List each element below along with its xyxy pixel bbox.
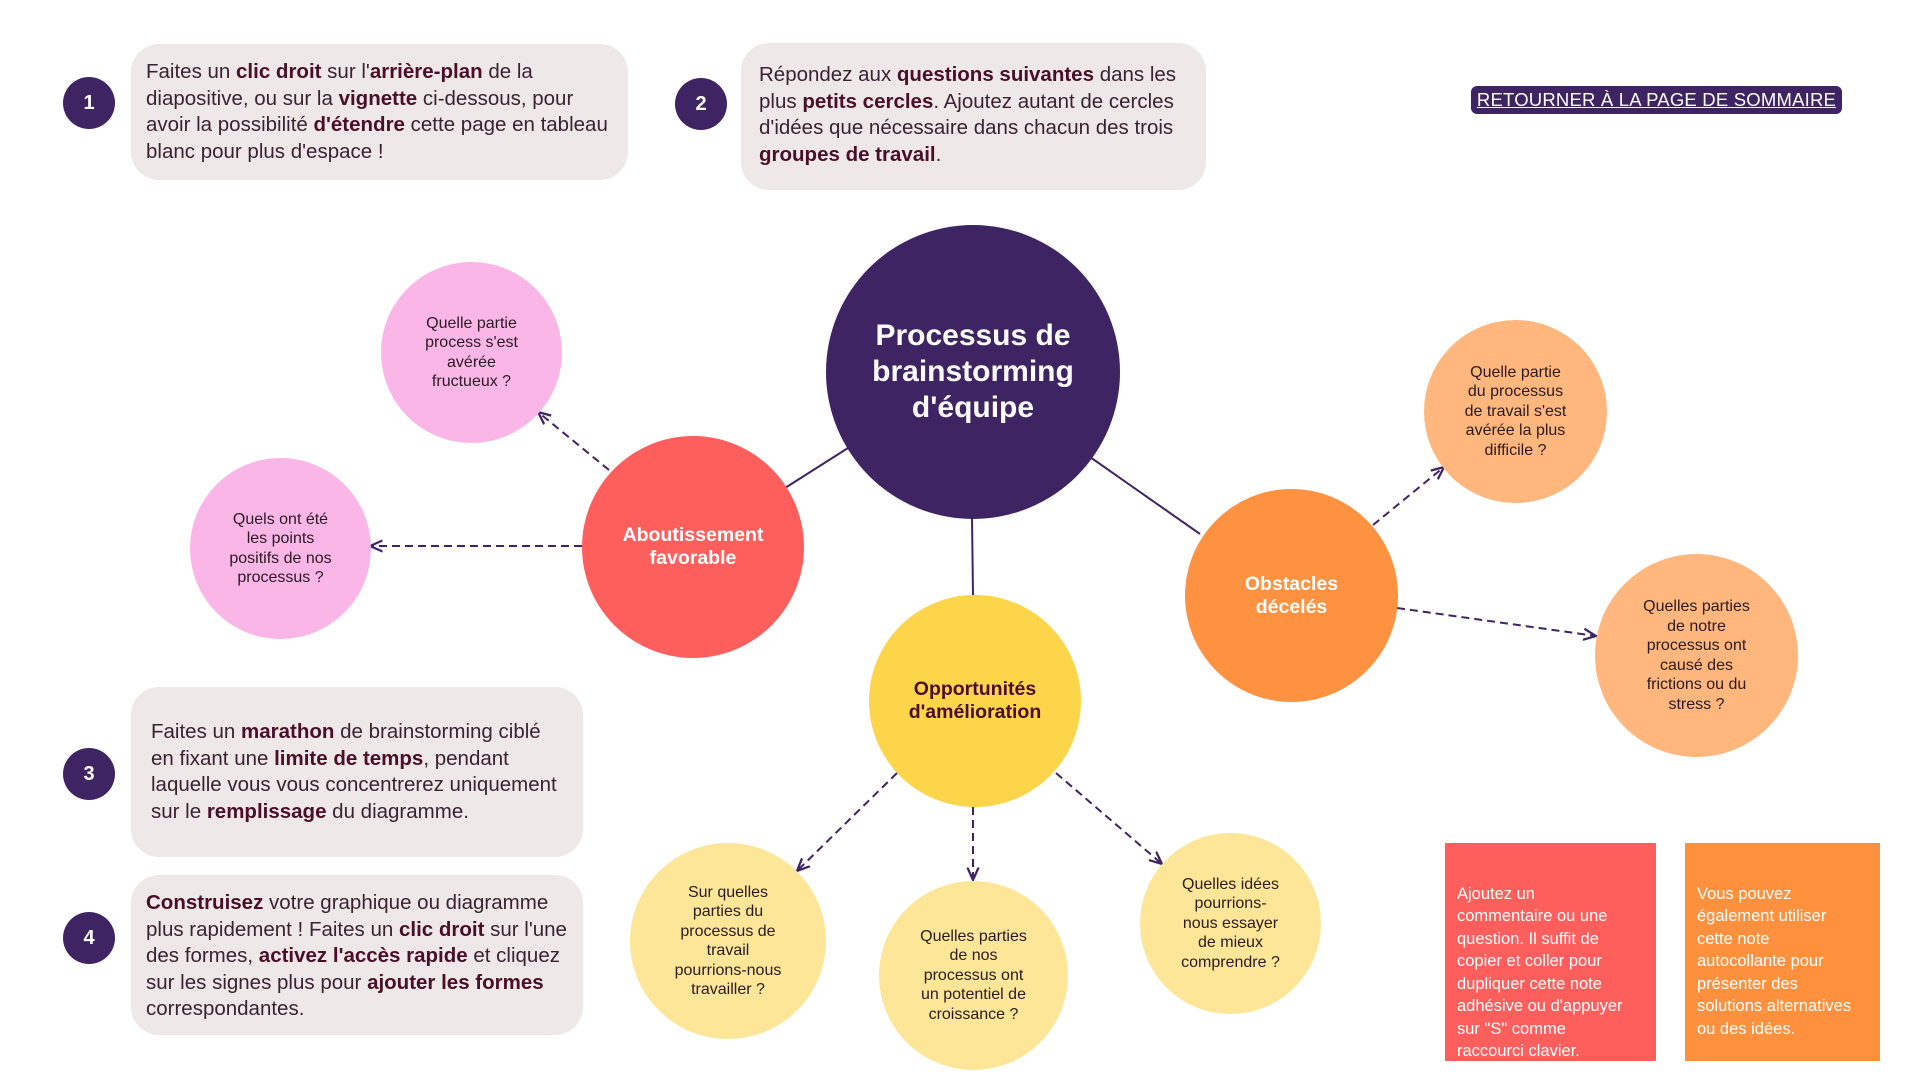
question-improvement-3[interactable]: Quelles idées pourrions- nous essayer de… [1140,833,1321,1014]
step-3-card: Faites un marathon de brainstorming cibl… [131,687,583,857]
body-text: de la diapositive, ou sur la [146,60,533,110]
step-1-card: Faites un clic droit sur l'arrière-plan … [131,44,628,180]
category-favorable-node[interactable]: Aboutissement favorable [582,436,804,658]
step-4-text: Construisez votre graphique ou diagramme… [146,891,567,1020]
step-2-badge: 2 [675,78,727,130]
question-favorable-1[interactable]: Quelle partie process s'est avérée fruct… [381,262,562,443]
question-improvement-1[interactable]: Sur quelles parties du processus de trav… [630,843,826,1039]
category-improvement-node[interactable]: Opportunités d'amélioration [869,595,1081,807]
body-text: et cliquez sur les signes plus pour [146,944,560,994]
step-1-text: Faites un clic droit sur l'arrière-plan … [146,60,608,163]
sticky-note-orange[interactable]: Vous pouvez également utiliser cette not… [1685,843,1880,1061]
step-2-card: Répondez aux questions suivantes dans le… [741,43,1206,190]
body-text: du diagramme. [326,799,469,823]
step-3-badge: 3 [63,748,115,800]
emphasis-text: petits cercles [802,89,934,113]
body-text: Faites un [146,60,237,83]
body-text: sur l'une des formes, [146,917,567,968]
body-text: votre graphique ou diagramme plus rapide… [146,891,549,941]
emphasis-text: questions suivantes [896,63,1094,86]
body-text: . [935,142,942,166]
body-text: , pendant laquelle vous vous concentrere… [151,746,557,823]
step-2-text: Répondez aux questions suivantes dans le… [759,63,1176,166]
link-center-obstacles [1089,456,1201,535]
question-obstacles-1[interactable]: Quelle partie du processus de travail s'… [1424,320,1607,503]
step-3-text: Faites un marathon de brainstorming cibl… [151,720,557,823]
body-text: Faites un [151,720,242,743]
body-text: dans les plus [759,63,1177,113]
link-center-improvement [971,517,974,596]
emphasis-text: limite de temps [274,746,424,770]
emphasis-text: groupes de travail [759,142,936,166]
arrow-improvement-q3 [1055,772,1162,864]
emphasis-text: remplissage [206,799,327,823]
body-text: de brainstorming ciblé en fixant une [151,720,541,770]
question-obstacles-2[interactable]: Quelles parties de notre processus ont c… [1595,554,1798,757]
emphasis-text: activez l'accès rapide [258,944,468,967]
body-text: Répondez aux [759,63,897,86]
body-text: correspondantes. [146,997,305,1020]
emphasis-text: vignette [338,86,418,110]
emphasis-text: arrière-plan [369,60,483,83]
emphasis-text: d'étendre [313,113,405,136]
center-topic-node[interactable]: Processus de brainstorming d'équipe [826,225,1120,519]
body-text: sur l' [321,60,370,83]
arrow-obstacles-q1 [1372,467,1444,526]
body-text: . Ajoutez autant de cercles d'idées que … [759,89,1174,140]
sticky-note-red[interactable]: Ajoutez un commentaire ou une question. … [1445,843,1656,1061]
arrow-obstacles-q2 [1396,607,1596,636]
emphasis-text: clic droit [398,917,485,941]
emphasis-text: clic droit [236,60,322,83]
step-1-badge: 1 [63,77,115,129]
question-improvement-2[interactable]: Quelles parties de nos processus ont un … [879,881,1068,1070]
link-center-favorable [784,447,849,489]
body-text: ci-dessous, pour avoir la possibilité [146,86,574,137]
body-text: cette page en tableau blanc pour plus d'… [146,113,608,163]
arrow-improvement-q1 [797,772,898,871]
return-to-summary-link[interactable]: RETOURNER À LA PAGE DE SOMMAIRE [1471,86,1842,114]
step-4-badge: 4 [63,912,115,964]
emphasis-text: Construisez [146,891,264,914]
emphasis-text: marathon [241,720,335,743]
step-4-card: Construisez votre graphique ou diagramme… [131,875,583,1035]
question-favorable-2[interactable]: Quels ont été les points positifs de nos… [190,458,371,639]
category-obstacles-node[interactable]: Obstacles décelés [1185,489,1398,702]
arrow-favorable-q1 [538,412,610,471]
emphasis-text: ajouter les formes [367,970,544,994]
